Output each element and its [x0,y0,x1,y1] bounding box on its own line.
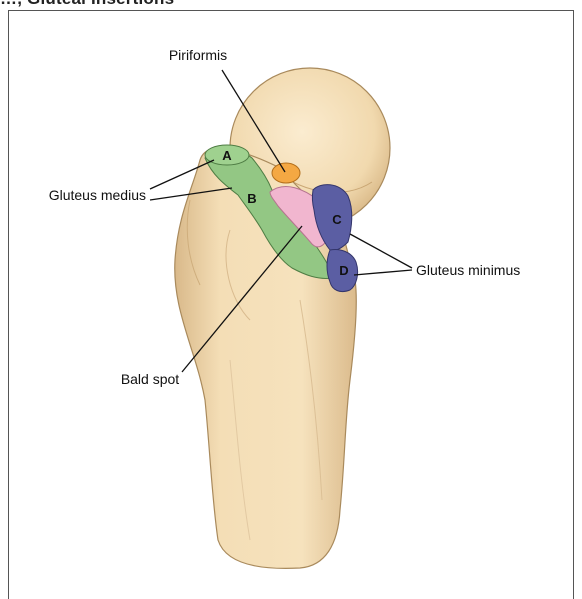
region-letter-a: A [222,148,232,163]
piriformis-insertion [272,163,300,183]
region-letter-d: D [339,263,348,278]
label-piriformis: Piriformis [169,47,227,63]
label-gluteus-minimus: Gluteus minimus [416,262,520,278]
gluteus-minimus-leader-c [350,234,412,268]
label-bald-spot: Bald spot [121,371,179,387]
gluteus-minimus-leader-d [354,270,412,275]
region-letter-c: C [332,212,342,227]
region-letter-b: B [247,191,256,206]
label-gluteus-medius: Gluteus medius [49,187,146,203]
